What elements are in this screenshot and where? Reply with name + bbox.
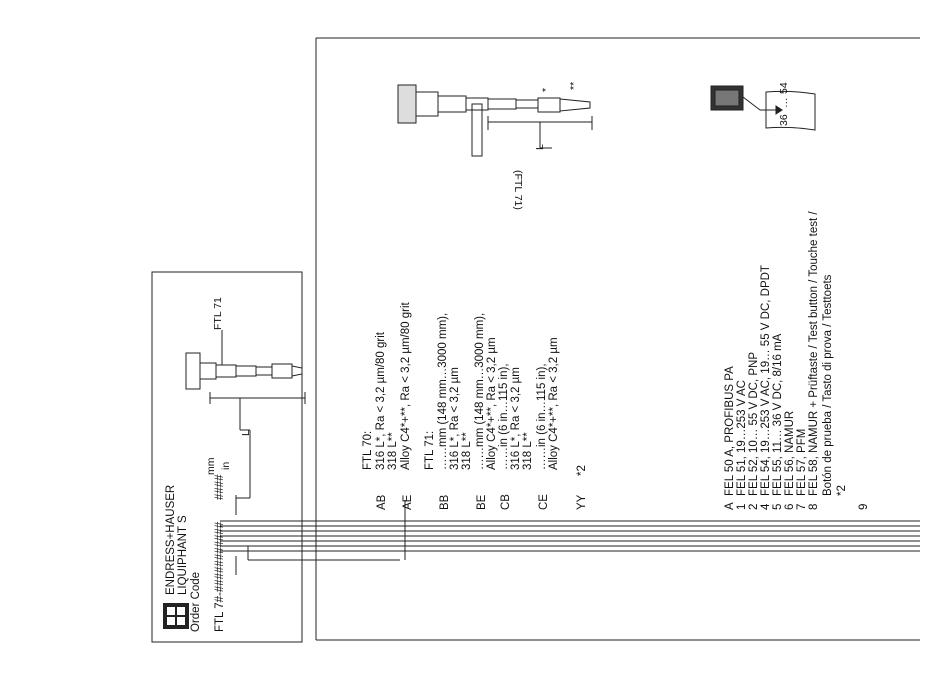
ftl71-heading: FTL 71: [424, 430, 436, 470]
option-code: CE [538, 494, 550, 510]
dim-L-big: L [534, 144, 546, 150]
scale-mid: … [778, 97, 790, 109]
option-line: 316 L*, Ra < 3,2 µm [510, 367, 522, 470]
option-line: 318 L** [387, 432, 399, 470]
scale-low: 36 [778, 114, 790, 126]
option-line: ……in (6 in…115 in), [498, 363, 510, 470]
option-code: A [724, 502, 736, 510]
code-suffix: #### [214, 474, 226, 500]
option-code: AE [402, 494, 414, 510]
order-code-label: Order Code [190, 571, 202, 632]
option-line: Alloy C4*+**, Ra < 3,2 µm [486, 337, 498, 470]
option-code: 6 [784, 503, 796, 510]
ftl70-heading: FTL 70: [362, 430, 374, 470]
option-code: 4 [760, 503, 772, 510]
scale-high: 54 [778, 82, 790, 94]
option-code: 9 [858, 503, 870, 510]
option-text: FEL 58, NAMUR + Prüftaste / Test button … [808, 211, 820, 496]
option-text: FEL 57, PFM [796, 428, 808, 496]
option-text: *2 [836, 485, 848, 496]
option-code: 5 [772, 503, 784, 510]
option-line: 316 L*, Ra < 3,2 µm [449, 367, 461, 470]
option-code: 1 [736, 503, 748, 510]
star-2: ** [568, 81, 580, 90]
option-text: FEL 52, 10… 55 V DC, PNP [748, 351, 760, 496]
insert-and-scale [710, 85, 816, 131]
option-text: FEL 56, NAMUR [784, 410, 796, 496]
option-code: 2 [748, 503, 760, 510]
option-line: ……mm (148 mm…3000 mm), [437, 312, 449, 470]
unit-in: in [220, 461, 232, 470]
option-line: 316 L*, Ra < 3,2 µm/80 grit [375, 332, 387, 470]
option-code: 7 [796, 503, 808, 510]
option-code: YY [576, 494, 588, 510]
option-code: AB [376, 494, 388, 510]
option-line: Alloy C4*+**, Ra < 3,2 µm/80 grit [400, 302, 412, 470]
model-big: (FTL 71) [512, 170, 524, 210]
option-line: ……in (6 in…115 in), [536, 363, 548, 470]
star-1: * [540, 87, 552, 92]
option-line: 318 L** [461, 432, 473, 470]
option-text: Botón de prueba / Tasto di prova / Testt… [822, 274, 834, 496]
option-code: 8 [808, 503, 820, 510]
option-code: BE [476, 494, 488, 510]
option-text: FEL 54, 19…253 V AC, 19… 55 V DC, DPDT [760, 265, 772, 496]
small-sensor-drawing [185, 330, 306, 431]
brand-line2: LIQUIPHANT S [177, 515, 189, 595]
brand-line1: ENDRESS+HAUSER [165, 484, 177, 595]
unit-mm: mm [205, 457, 217, 476]
option-line: *2 [576, 465, 588, 476]
option-code: BB [439, 494, 451, 510]
option-text: FEL 50 A, PROFIBUS PA [724, 366, 736, 496]
code-prefix: FTL 7#-########### [214, 521, 226, 632]
option-line: 318 L** [522, 432, 534, 470]
option-line: Alloy C4*+**, Ra < 3,2 µm [548, 337, 560, 470]
option-line: ……mm (148 mm…3000 mm), [474, 312, 486, 470]
model-small: FTL 71 [212, 297, 224, 330]
code-leader-lines [220, 430, 920, 575]
option-text: FEL 51, 19…253 V AC [736, 380, 748, 496]
option-text: FEL 55, 11… 36 V DC, 8/16 mA [772, 333, 784, 496]
eh-logo [163, 603, 189, 629]
option-code: CB [500, 494, 512, 510]
label-frame [151, 271, 303, 643]
big-sensor-drawing [397, 84, 593, 157]
dim-L-small: L [240, 430, 252, 436]
